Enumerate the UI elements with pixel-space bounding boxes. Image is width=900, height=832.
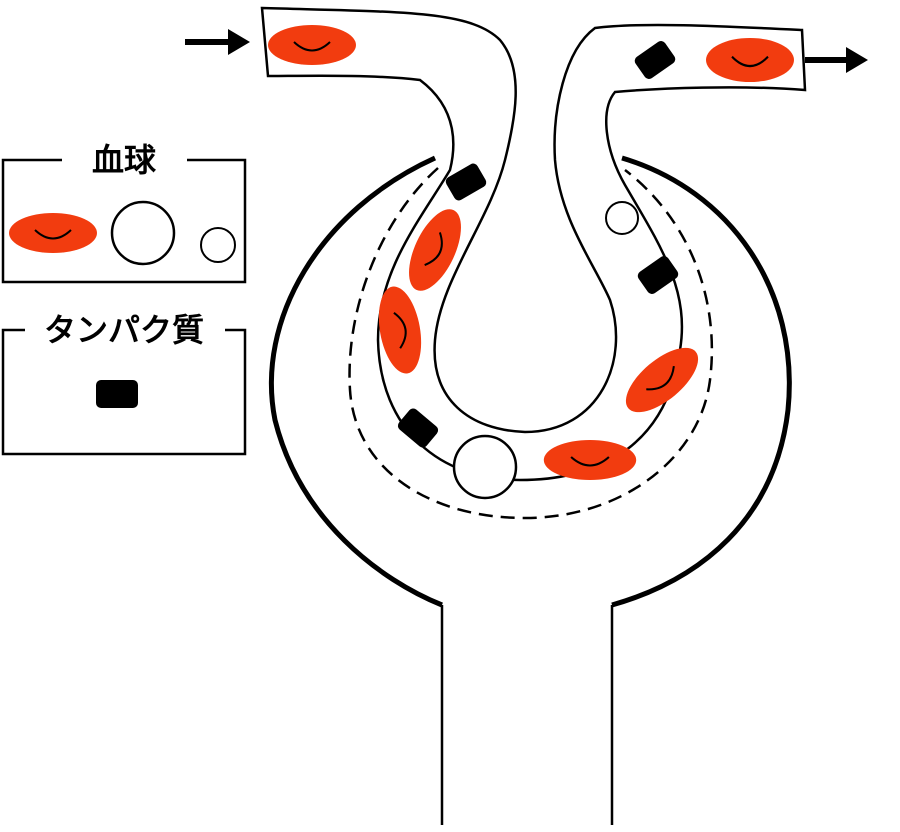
white-blood-cell bbox=[452, 434, 518, 500]
protein bbox=[634, 40, 676, 80]
legend-platelet bbox=[200, 227, 236, 263]
red-blood-cell bbox=[542, 438, 638, 482]
inflow-arrow-icon bbox=[185, 29, 250, 55]
legend-proteins: タンパク質 bbox=[1, 311, 247, 456]
capsule-outer-wall-right bbox=[611, 155, 792, 608]
legend-blood-cells-title: 血球 bbox=[92, 141, 157, 179]
legend-proteins-title: タンパク質 bbox=[44, 311, 204, 349]
capillary-loop bbox=[260, 6, 807, 482]
capsule-outer-wall bbox=[268, 155, 443, 608]
red-blood-cell bbox=[704, 36, 796, 84]
red-blood-cell bbox=[267, 24, 357, 66]
legend-protein bbox=[96, 380, 138, 408]
legend-white-blood-cell bbox=[110, 200, 176, 266]
protein bbox=[637, 255, 679, 295]
capsule-inner-boundary bbox=[348, 167, 714, 520]
legend-red-blood-cell bbox=[8, 212, 98, 254]
outflow-arrow-icon bbox=[805, 47, 868, 73]
protein bbox=[397, 408, 439, 448]
legend-blood-cells: 血球 bbox=[1, 141, 247, 284]
protein bbox=[445, 163, 487, 201]
platelet bbox=[605, 201, 639, 235]
